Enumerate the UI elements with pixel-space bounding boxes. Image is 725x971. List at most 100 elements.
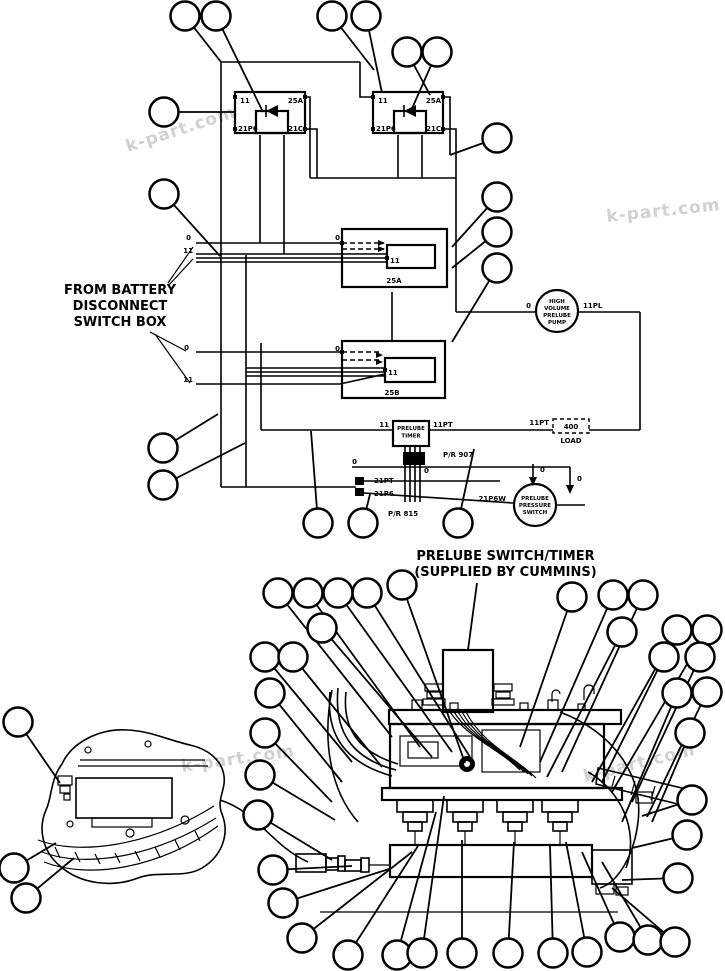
valve-cluster (396, 799, 434, 845)
callout-balloon[interactable] (322, 577, 354, 609)
callout-balloon[interactable] (169, 0, 201, 32)
callout-balloon[interactable] (277, 641, 309, 673)
cummins-note-line: (SUPPLIED BY CUMMINS) (414, 565, 597, 580)
solenoid-25a (340, 227, 449, 289)
callout-balloon[interactable] (691, 676, 723, 708)
callout-balloon[interactable] (244, 759, 276, 791)
callout-balloon[interactable] (606, 616, 638, 648)
wire-label: 0 (577, 475, 582, 483)
callout-balloon[interactable] (571, 936, 603, 968)
callout-balloon[interactable] (671, 819, 703, 851)
callout-balloon[interactable] (648, 641, 680, 673)
cummins-note-line: PRELUBE SWITCH/TIMER (416, 549, 595, 564)
callout-balloon[interactable] (632, 924, 664, 956)
callout-balloon[interactable] (386, 569, 418, 601)
callout-balloon[interactable] (257, 854, 289, 886)
hose-bundle (449, 711, 537, 779)
callout-balloon[interactable] (481, 122, 513, 154)
component-caption: VOLUME (544, 306, 570, 312)
leader-line (631, 656, 701, 803)
callout-balloon[interactable] (661, 614, 693, 646)
callout-balloon[interactable] (332, 939, 364, 971)
wire-label: 25A (288, 97, 304, 105)
callout-balloon[interactable] (597, 579, 629, 611)
wire-label: 0 (526, 302, 531, 310)
callout-balloon[interactable] (604, 921, 636, 953)
callout-balloon[interactable] (267, 887, 299, 919)
callout-balloon[interactable] (556, 581, 588, 613)
wire-label: 0 (352, 458, 357, 466)
wire-label: 21C (288, 125, 303, 133)
callout-balloon[interactable] (442, 507, 474, 539)
leader-line (215, 15, 264, 113)
left-hoses (327, 687, 399, 823)
wire-label: 0 (424, 467, 429, 475)
wire-label: P/R 815 (388, 510, 418, 518)
callout-balloon[interactable] (662, 862, 694, 894)
callout-balloon[interactable] (242, 799, 274, 831)
callout-balloon[interactable] (2, 706, 34, 738)
callout-balloon[interactable] (684, 641, 716, 673)
callout-balloon[interactable] (148, 178, 180, 210)
wire-label: 11 (183, 247, 193, 255)
note-leader (467, 582, 478, 651)
component-caption: PRELUBE (543, 313, 571, 319)
wire-label: 21C (426, 125, 441, 133)
component-caption: PUMP (548, 320, 566, 326)
callout-balloon[interactable] (492, 937, 524, 969)
callout-balloon[interactable] (249, 641, 281, 673)
callout-balloon[interactable] (481, 252, 513, 284)
wire-label: 400 (564, 423, 579, 431)
wire-label: 25A (386, 277, 402, 285)
callout-balloon[interactable] (691, 614, 723, 646)
connector-blocks (355, 477, 364, 496)
callout-balloon[interactable] (292, 577, 324, 609)
callout-balloon[interactable] (627, 579, 659, 611)
leader-line (519, 596, 573, 748)
callout-balloon[interactable] (249, 717, 281, 749)
wire-label: P/R 907 (443, 451, 473, 459)
callout-balloon[interactable] (147, 469, 179, 501)
callout-balloon[interactable] (481, 216, 513, 248)
component-caption: TIMER (401, 434, 421, 440)
relay-left (233, 90, 307, 135)
switch-timer-box (441, 648, 495, 714)
component-caption: SWITCH (523, 510, 548, 516)
battery-note: FROM BATTERY DISCONNECT SWITCH BOX (30, 283, 210, 331)
right-hose (559, 711, 640, 889)
callout-balloon[interactable] (0, 852, 30, 884)
callout-balloon[interactable] (406, 937, 438, 969)
leader-line (301, 851, 413, 939)
callout-balloon[interactable] (306, 612, 338, 644)
wire-label: 21P6W (479, 495, 507, 503)
leader-line (282, 867, 393, 904)
load-resistor (552, 418, 590, 434)
callout-balloon[interactable] (147, 432, 179, 464)
callout-balloon[interactable] (446, 937, 478, 969)
callout-balloon[interactable] (659, 926, 691, 958)
component-caption: HIGH (549, 299, 565, 305)
callout-balloon[interactable] (350, 0, 382, 32)
callout-balloon[interactable] (254, 677, 286, 709)
callout-balloon[interactable] (661, 677, 693, 709)
pressure-switch (512, 482, 558, 528)
pump-body (388, 722, 606, 790)
callout-balloon[interactable] (537, 937, 569, 969)
callout-balloon[interactable] (10, 882, 42, 914)
callout-balloon[interactable] (200, 0, 232, 32)
callout-balloon[interactable] (351, 577, 383, 609)
callout-balloon[interactable] (286, 922, 318, 954)
callout-balloon[interactable] (148, 96, 180, 128)
callout-balloon[interactable] (391, 36, 423, 68)
callout-balloon[interactable] (262, 577, 294, 609)
callout-balloon[interactable] (481, 181, 513, 213)
wire-label: 11 (183, 376, 193, 384)
callout-balloon[interactable] (347, 507, 379, 539)
callout-balloon[interactable] (316, 0, 348, 32)
valve-cluster (446, 799, 484, 845)
callout-balloon[interactable] (302, 507, 334, 539)
callout-balloon[interactable] (676, 784, 708, 816)
callout-balloon[interactable] (421, 36, 453, 68)
callout-balloon[interactable] (674, 717, 706, 749)
wire-label: 21P6 (374, 490, 394, 498)
